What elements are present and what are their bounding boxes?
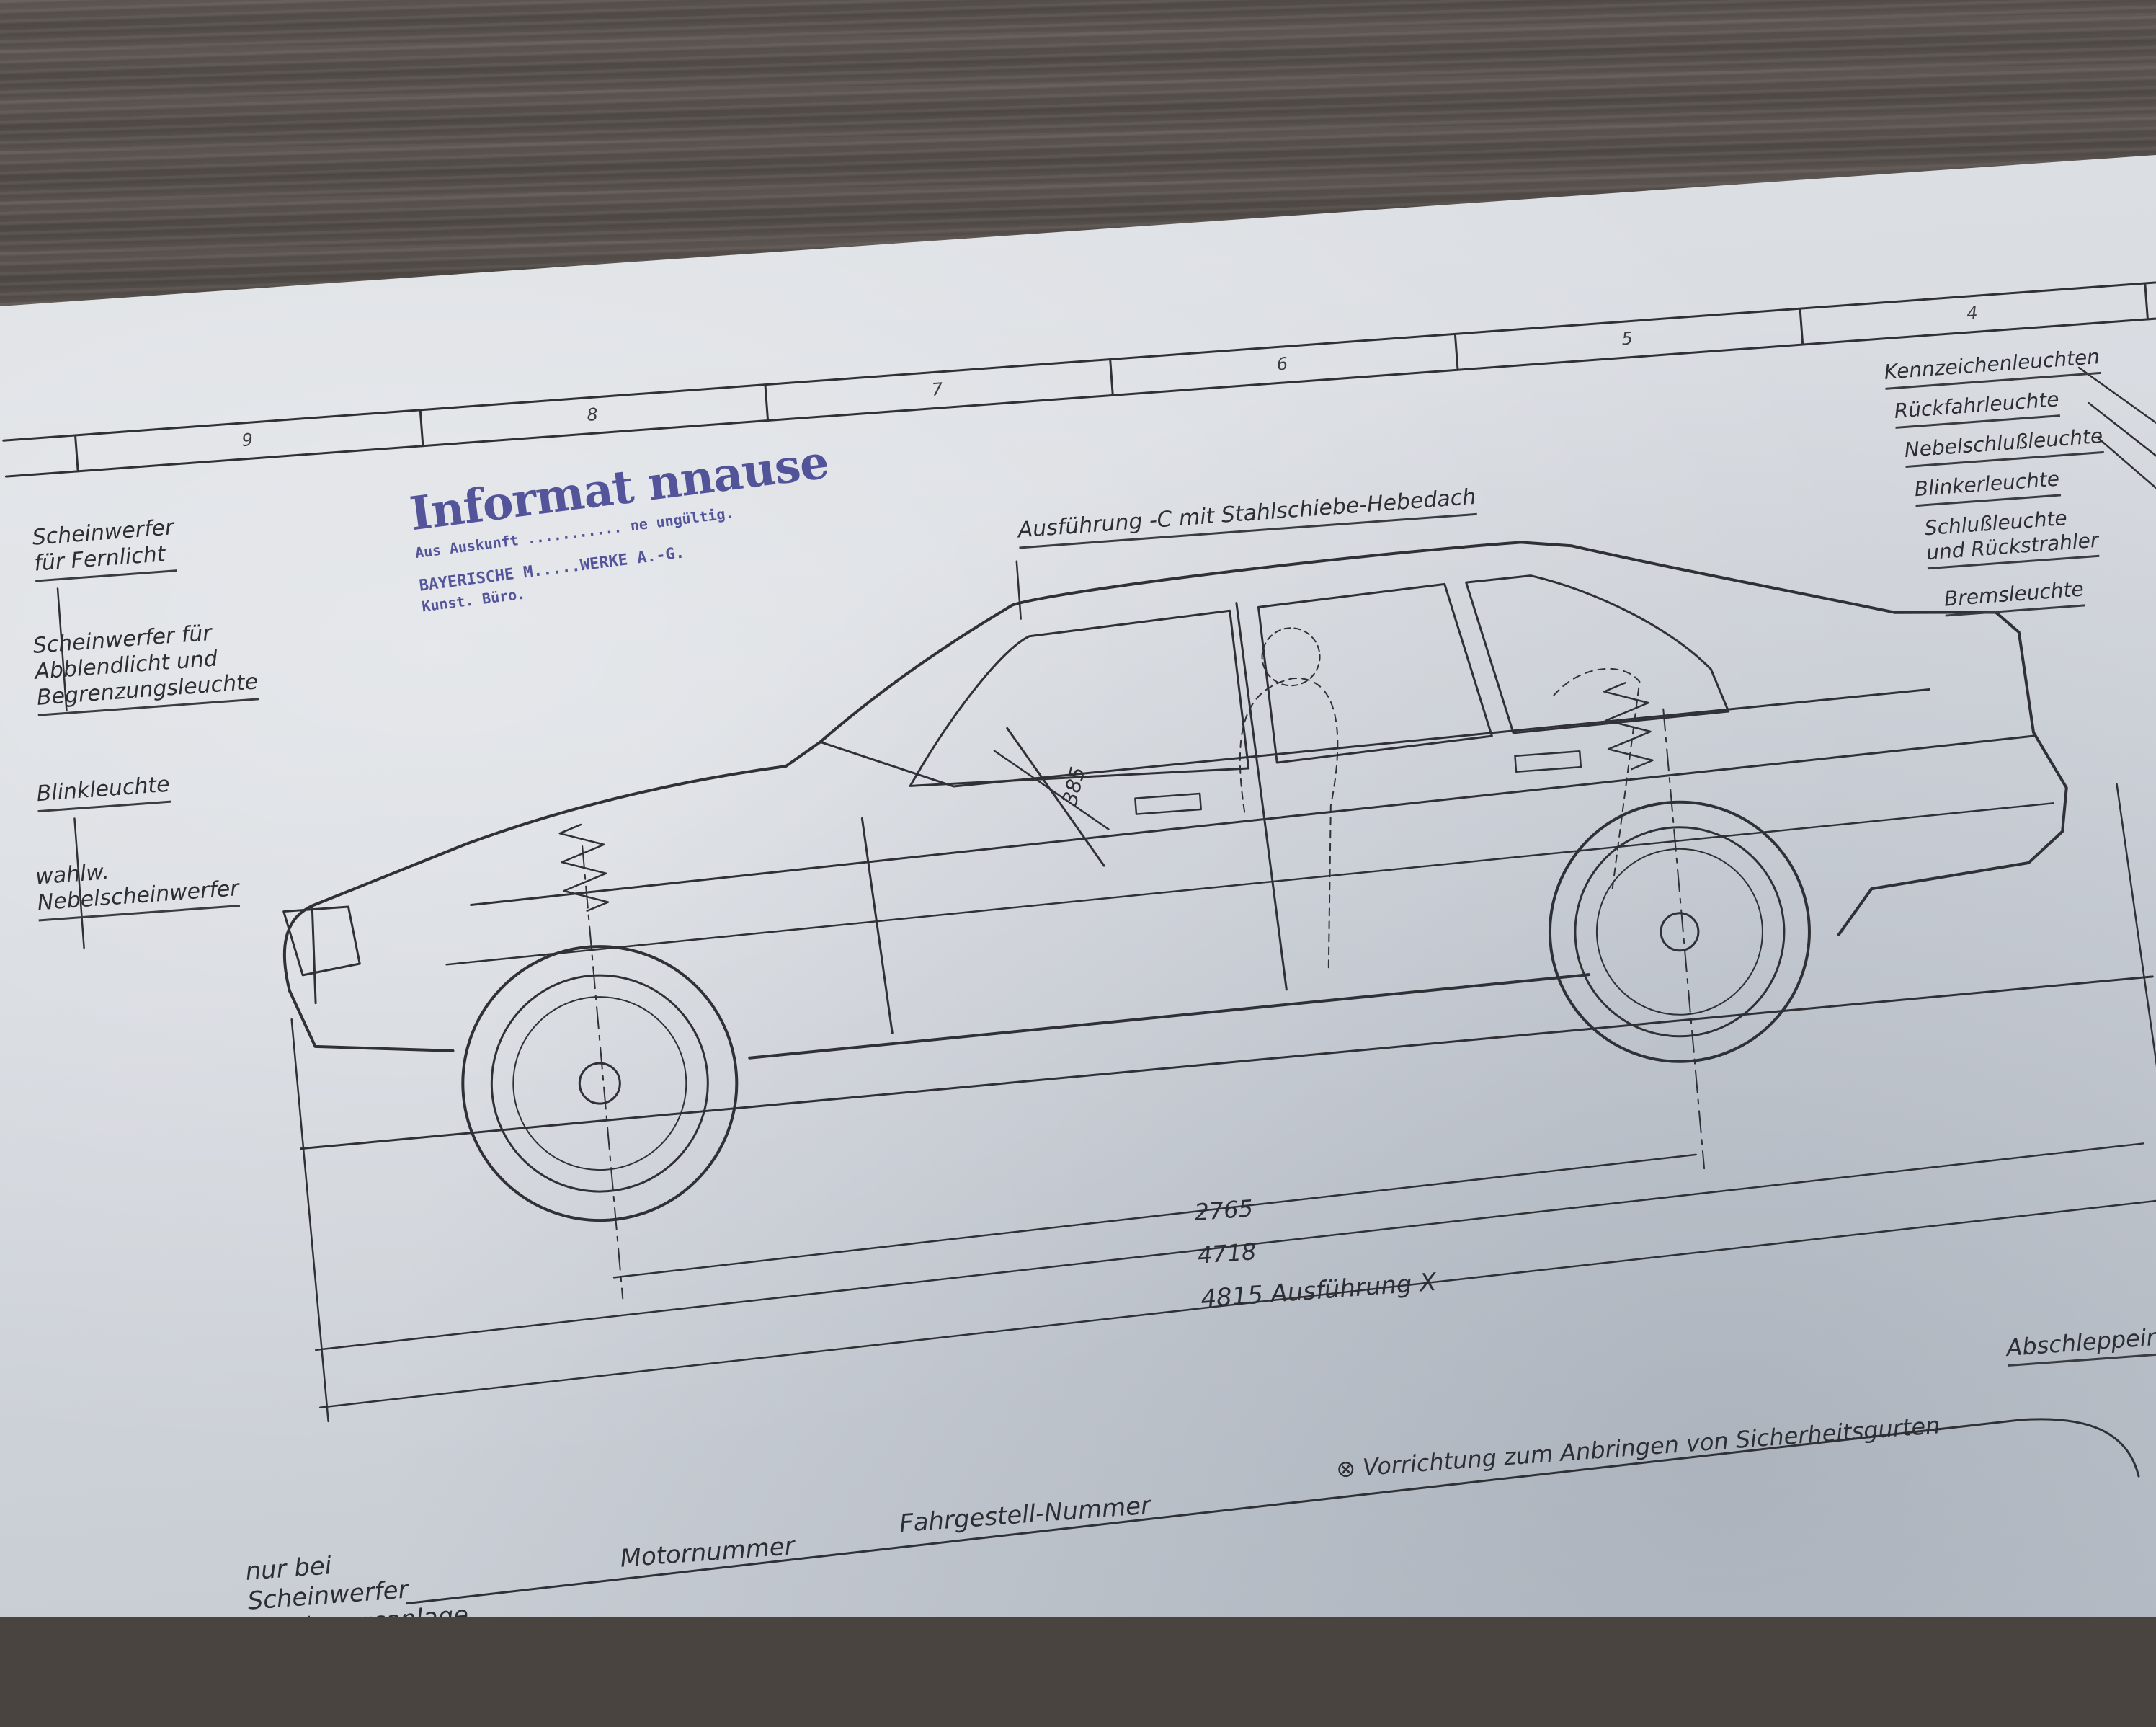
grid-number: 6	[1275, 353, 1289, 375]
grid-number: 8	[586, 404, 599, 425]
technical-drawing-sheet: 9 8 7 6 5 4 Scheinwerfer für Fernlicht S…	[0, 155, 2156, 1617]
dimension-length: 4718	[1196, 1238, 1257, 1269]
grid-number: 5	[1621, 328, 1634, 350]
label-reinigungsanlage: nur bei Scheinwerfer Reinigungsanlage	[244, 1551, 470, 1646]
label-scheinwerfer-abblendlicht: Scheinwerfer für Abblendlicht und Begren…	[32, 617, 259, 716]
grid-number: 7	[931, 378, 944, 400]
dimension-wheelbase: 2765	[1193, 1194, 1255, 1227]
label-scheinwerfer-fernlicht: Scheinwerfer für Fernlicht	[31, 515, 177, 582]
grid-number: 9	[241, 429, 254, 451]
grid-number: 4	[1966, 303, 1979, 324]
